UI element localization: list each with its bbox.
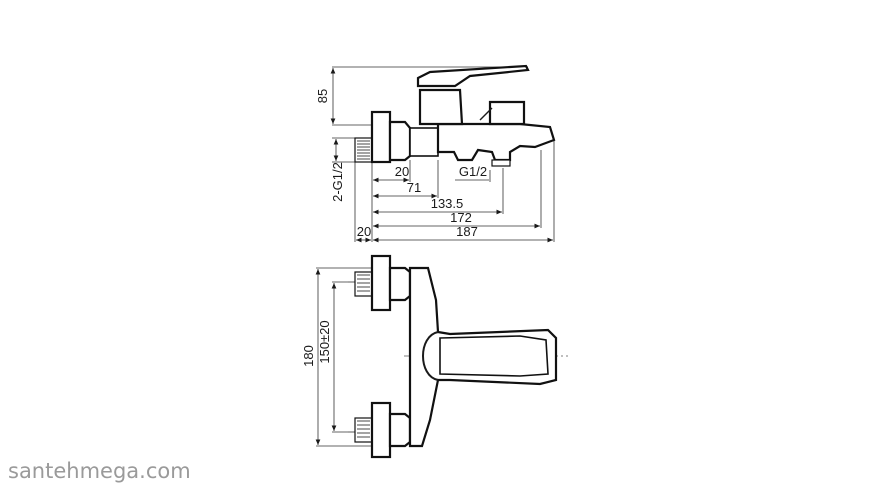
- bottom-inlet: [354, 401, 412, 459]
- dim-133-label: 133.5: [431, 196, 464, 211]
- watermark-text: santehmega.com: [8, 459, 191, 483]
- lever-handle: [416, 64, 530, 88]
- dim-g12-label: G1/2: [459, 164, 487, 179]
- dim-20-label: 20: [395, 164, 409, 179]
- cartridge-column: [418, 88, 464, 126]
- dim-85-label: 85: [315, 89, 330, 103]
- outlet-thread: [491, 159, 511, 167]
- dim-172-label: 172: [450, 210, 472, 225]
- diverter-knob: [488, 100, 526, 126]
- dim-71-label: 71: [407, 180, 421, 195]
- hex-nut: [388, 120, 412, 162]
- dim-150-label: 150±20: [317, 320, 332, 363]
- connector: [409, 127, 439, 157]
- dim-187-label: 187: [456, 224, 478, 239]
- dim-20-left-label: 20: [357, 224, 371, 239]
- top-inlet: [354, 254, 412, 312]
- wall-flange: [370, 110, 392, 164]
- top-view: 180 150±20: [301, 254, 568, 459]
- dim-180-label: 180: [301, 345, 316, 367]
- lever-top: [439, 335, 549, 377]
- faucet-top-shape: [408, 266, 558, 448]
- side-view: 85 2-G1/2 20 71 G1/2 133.5 172 187 20: [315, 64, 556, 243]
- dim-thread-label: 2-G1/2: [330, 162, 345, 202]
- mixer-body: [436, 122, 556, 162]
- faucet-side-shape: [354, 64, 556, 167]
